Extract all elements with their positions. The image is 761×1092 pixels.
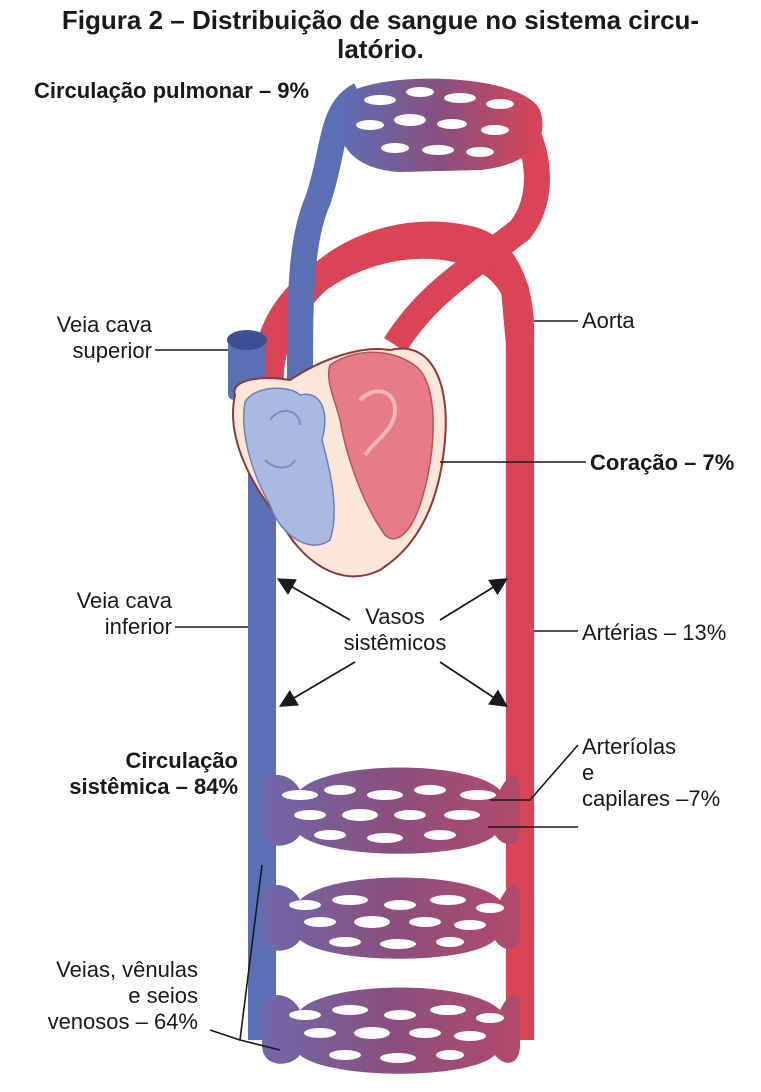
label-vena-cava-inferior-line1: Veia cava (10, 588, 172, 614)
label-veins-line2: e seios (0, 983, 198, 1009)
label-systemic-vessels-line2: sistêmicos (320, 630, 470, 656)
capillary-bed-venous (262, 988, 520, 1074)
label-systemic-circulation-line1: Circulação (10, 748, 238, 774)
label-arterioles-line3: capilares –7% (582, 786, 720, 812)
arrow-lower-left (282, 662, 355, 705)
label-aorta: Aorta (582, 308, 635, 334)
vena-cava-superior-opening (227, 330, 267, 350)
label-vena-cava-superior-line2: superior (10, 338, 152, 364)
label-veins-line1: Veias, vênulas (0, 957, 198, 983)
label-veins: Veias, vênulas e seios venosos – 64% (0, 957, 198, 1035)
capillary-bed-arterioles (262, 768, 520, 854)
label-systemic-vessels: Vasos sistêmicos (320, 604, 470, 656)
label-systemic-circulation-line2: sistêmica – 84% (10, 774, 238, 800)
pulmonary-capillary-bed (338, 79, 542, 172)
label-arterioles-capillaries: Arteríolas e capilares –7% (582, 734, 720, 812)
label-systemic-vessels-line1: Vasos (320, 604, 470, 630)
label-vena-cava-superior: Veia cava superior (10, 312, 152, 364)
label-arterioles-line1: Arteríolas (582, 734, 720, 760)
arrow-lower-right (440, 662, 505, 705)
label-pulmonary-circulation: Circulação pulmonar – 9% (34, 78, 309, 104)
label-vena-cava-inferior: Veia cava inferior (10, 588, 172, 640)
label-veins-line3: venosos – 64% (0, 1009, 198, 1035)
label-arterioles-line2: e (582, 760, 720, 786)
label-vena-cava-inferior-line2: inferior (10, 614, 172, 640)
label-arteries: Artérias – 13% (582, 620, 726, 646)
capillary-bed-middle (262, 878, 520, 959)
label-heart: Coração – 7% (590, 450, 734, 476)
label-vena-cava-superior-line1: Veia cava (10, 312, 152, 338)
label-systemic-circulation: Circulação sistêmica – 84% (10, 748, 238, 800)
